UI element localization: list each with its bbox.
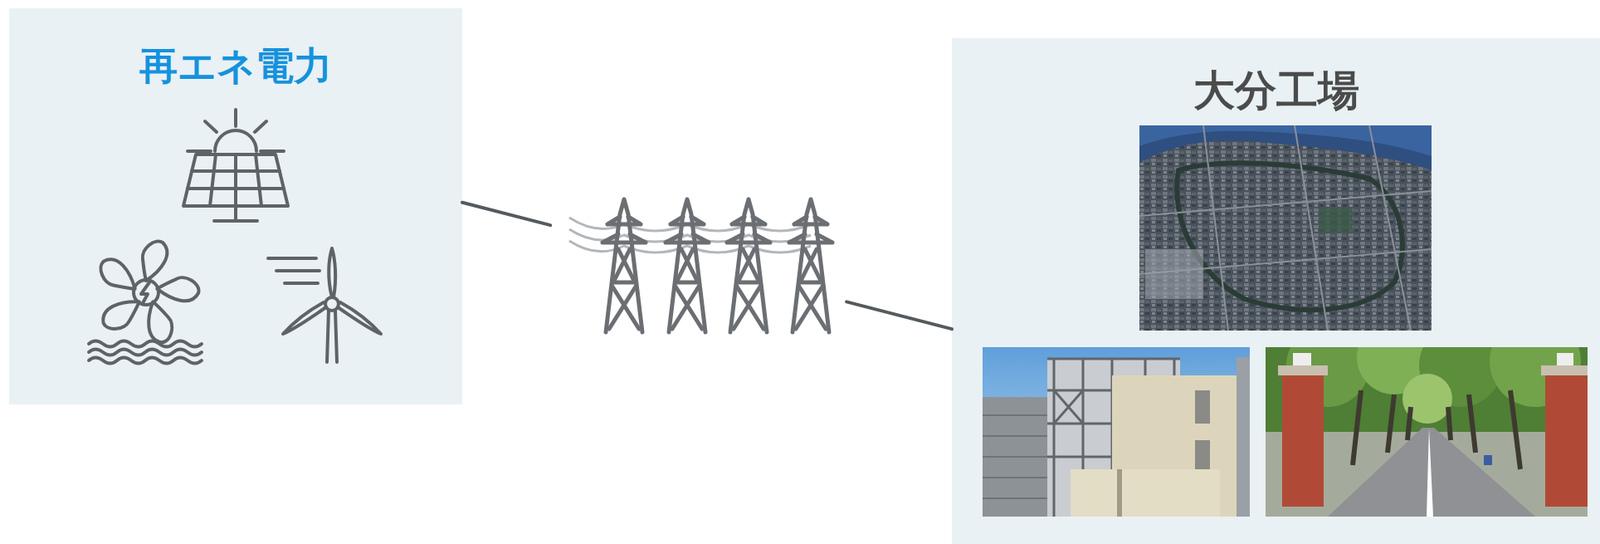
avenue-photo xyxy=(1556,352,1574,366)
avenue-photo xyxy=(1278,365,1328,376)
avenue-photo xyxy=(1483,454,1493,465)
wind-turbine-icon xyxy=(268,248,381,362)
avenue-photo xyxy=(1426,427,1434,517)
avenue-photo xyxy=(1489,346,1581,407)
avenue-photo xyxy=(1282,371,1324,507)
solar-panel-icon xyxy=(209,154,262,206)
plant-photo xyxy=(1117,468,1122,517)
wind-turbine-icon xyxy=(282,302,327,334)
avenue-photo xyxy=(1402,373,1453,424)
hydro-power-icon xyxy=(142,241,168,281)
aerial-photo xyxy=(1145,248,1204,299)
plant-photo xyxy=(1195,439,1210,474)
hydro-power-icon xyxy=(88,349,202,356)
power-wires xyxy=(569,217,811,253)
solar-panel-icon xyxy=(187,109,284,152)
aerial-photo xyxy=(1176,162,1403,310)
avenue-photo xyxy=(1352,390,1521,469)
plant-photo xyxy=(982,414,1056,498)
hydro-power-icon xyxy=(98,288,142,336)
hydro-power-icon xyxy=(96,256,142,293)
aerial-photo xyxy=(1139,125,1432,331)
aerial-photo xyxy=(1139,125,1432,157)
avenue-photo xyxy=(1541,365,1588,376)
hydro-power-icon xyxy=(133,279,159,305)
hydro-power-icon xyxy=(141,282,150,303)
transmission-towers xyxy=(569,199,833,332)
avenue-photo xyxy=(1265,346,1588,517)
avenue-photo xyxy=(1265,346,1588,517)
avenue-photo xyxy=(1419,346,1503,407)
aerial-photo xyxy=(1139,125,1432,331)
avenue-photo xyxy=(1265,431,1588,517)
solar-panel-icon xyxy=(214,130,257,152)
power-line-connector xyxy=(462,202,952,329)
plant-photo xyxy=(1047,358,1181,517)
wind-turbine-icon xyxy=(268,258,320,283)
solar-panel-icon xyxy=(187,170,284,189)
plant-photo xyxy=(982,346,1250,517)
avenue-photo xyxy=(1292,352,1312,366)
aerial-photo xyxy=(1139,125,1432,331)
node-title: 大分工場 xyxy=(951,68,1600,114)
wind-turbine-icon xyxy=(337,302,381,334)
wind-turbine-icon xyxy=(328,248,336,298)
solar-panel-icon xyxy=(214,205,258,221)
solar-panel-icon xyxy=(183,109,288,221)
avenue-photo xyxy=(1545,371,1588,507)
power-wires xyxy=(569,240,811,253)
avenue-photo xyxy=(1356,346,1432,395)
hydro-power-icon xyxy=(88,341,202,347)
avenue-photo xyxy=(1327,427,1536,517)
plant-photo xyxy=(1195,390,1210,424)
transmission-towers xyxy=(665,199,709,332)
hydro-power-icon xyxy=(156,273,201,309)
plant-photo xyxy=(1112,375,1237,517)
plant-photo xyxy=(1112,396,1137,420)
wind-turbine-icon xyxy=(326,310,337,362)
aerial-photo xyxy=(1319,207,1353,233)
aerial-photo xyxy=(1139,125,1432,171)
power-wires xyxy=(569,217,811,231)
hydro-power-icon xyxy=(88,357,202,364)
solar-panel-icon xyxy=(183,154,288,206)
hydro-power-icon xyxy=(96,241,201,347)
plant-photo xyxy=(1070,468,1220,517)
node-title: 再エネ電力 xyxy=(9,44,463,88)
plant-photo xyxy=(1047,358,1181,517)
plant-photo xyxy=(1236,356,1250,517)
avenue-photo xyxy=(1286,346,1370,407)
wind-turbine-icon xyxy=(325,297,339,311)
hydro-power-icon xyxy=(88,241,202,364)
power-wires xyxy=(569,229,811,242)
transmission-towers xyxy=(726,199,771,332)
node-box: 再エネ電力 xyxy=(9,8,463,405)
transmission-towers xyxy=(602,199,646,332)
hydro-power-icon xyxy=(136,299,180,347)
transmission-towers xyxy=(789,199,833,332)
plant-photo xyxy=(982,346,1250,517)
node-box: 大分工場 xyxy=(951,38,1600,544)
plant-photo xyxy=(982,396,1056,517)
